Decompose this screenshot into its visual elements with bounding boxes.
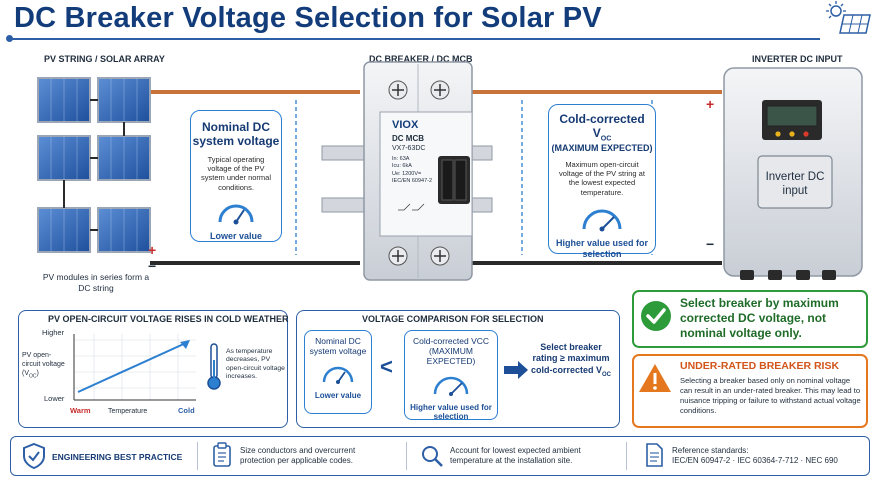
risk-box xyxy=(632,354,868,428)
voltage-temperature-chart xyxy=(73,334,196,401)
higher-label: Higher xyxy=(42,328,65,337)
inverter-plus-symbol: + xyxy=(706,96,715,112)
check-icon xyxy=(641,301,671,331)
cold-weather-title: PV OPEN-CIRCUIT VOLTAGE RISES IN COLD WE… xyxy=(48,314,289,324)
document-icon xyxy=(646,443,663,467)
pv-string-label: PV STRING / SOLAR ARRAY xyxy=(44,54,165,64)
cold-heading-2: (MAXIMUM EXPECTED) xyxy=(551,143,653,154)
footer-item-standards: Reference standards: IEC/EN 60947-2 · IE… xyxy=(672,446,838,466)
warning-icon xyxy=(639,364,671,392)
wiring-diagram xyxy=(37,61,863,281)
comparison-cold-footer: Higher value used for selection xyxy=(410,402,492,422)
lower-label: Lower xyxy=(44,394,65,403)
footer-divider xyxy=(197,442,198,470)
thermometer-icon xyxy=(207,343,221,390)
footer-divider xyxy=(406,442,407,470)
footer-item-temperature: Account for lowest expected ambient temp… xyxy=(450,446,581,466)
comparison-nominal-box: Nominal DC system voltage Lower value xyxy=(304,330,372,414)
gauge-icon xyxy=(582,209,622,232)
gauge-icon xyxy=(218,204,254,225)
breaker-brand: VIOX xyxy=(392,119,419,131)
select-guidance-text: Select breaker by maximum corrected DC v… xyxy=(680,296,839,340)
pv-caption: PV modules in series form a DC string xyxy=(42,272,150,293)
comparison-nominal-footer: Lower value xyxy=(314,391,362,401)
comparison-title: VOLTAGE COMPARISON FOR SELECTION xyxy=(362,314,544,324)
solar-panels xyxy=(37,77,151,253)
temperature-label: Temperature xyxy=(108,408,148,415)
pv-minus-symbol: − xyxy=(148,258,157,274)
gauge-icon xyxy=(433,376,469,396)
cold-weather-panel xyxy=(18,310,288,428)
cold-callout: Cold-corrected VOC (MAXIMUM EXPECTED) Ma… xyxy=(548,104,656,259)
title-divider xyxy=(6,35,820,42)
nominal-footer: Lower value xyxy=(209,231,263,242)
best-practice-label: ENGINEERING BEST PRACTICE xyxy=(52,452,183,462)
breaker-model: VX7-63DC xyxy=(392,145,426,152)
nominal-heading: Nominal DC system voltage xyxy=(192,120,280,148)
clipboard-icon xyxy=(213,442,231,467)
inverter-label: INVERTER DC INPUT xyxy=(752,54,843,64)
y-axis-label: PV open-circuit voltage (VOC) xyxy=(22,352,65,379)
shield-check-icon xyxy=(23,442,45,470)
warm-label: Warm xyxy=(70,406,91,415)
pv-plus-symbol: + xyxy=(148,242,157,258)
right-arrow-icon xyxy=(504,361,528,379)
comparison-cold-heading: Cold-corrected VCC (MAXIMUM EXPECTED) xyxy=(412,336,490,367)
breaker-type: DC MCB xyxy=(392,134,424,143)
breaker-label: DC BREAKER / DC MCB xyxy=(369,54,473,64)
risk-text: Selecting a breaker based only on nomina… xyxy=(680,376,861,415)
gauge-icon xyxy=(322,367,354,385)
nominal-callout: Nominal DC system voltage Typical operat… xyxy=(190,110,282,242)
cold-heading: Cold-corrected VOC xyxy=(559,112,645,143)
cold-footer: Higher value used for selection xyxy=(555,238,649,259)
comparison-result: Select breaker rating ≥ maximum cold-cor… xyxy=(530,342,612,378)
cold-weather-note: As temperature decreases, PV open-circui… xyxy=(226,348,285,381)
magnifier-icon xyxy=(422,446,443,467)
cold-label: Cold xyxy=(178,406,195,415)
footer-bar xyxy=(10,436,870,476)
inverter-label-text: Inverter DC input xyxy=(765,171,825,198)
select-guidance-box xyxy=(632,290,868,348)
sun-solar-panel-icon xyxy=(826,1,871,34)
comparison-nominal-heading: Nominal DC system voltage xyxy=(309,336,367,357)
less-than-symbol: < xyxy=(380,354,393,379)
page-title: DC Breaker Voltage Selection for Solar P… xyxy=(14,2,602,34)
nominal-body: Typical operating voltage of the PV syst… xyxy=(200,154,272,192)
risk-title: UNDER-RATED BREAKER RISK xyxy=(680,360,840,372)
cold-body: Maximum open-circuit voltage of the PV s… xyxy=(559,159,645,197)
footer-divider xyxy=(626,442,627,470)
inverter-minus-symbol: − xyxy=(706,236,715,252)
comparison-cold-box: Cold-corrected VCC (MAXIMUM EXPECTED) Hi… xyxy=(404,330,498,422)
footer-item-conductors: Size conductors and overcurrent protecti… xyxy=(240,446,356,466)
